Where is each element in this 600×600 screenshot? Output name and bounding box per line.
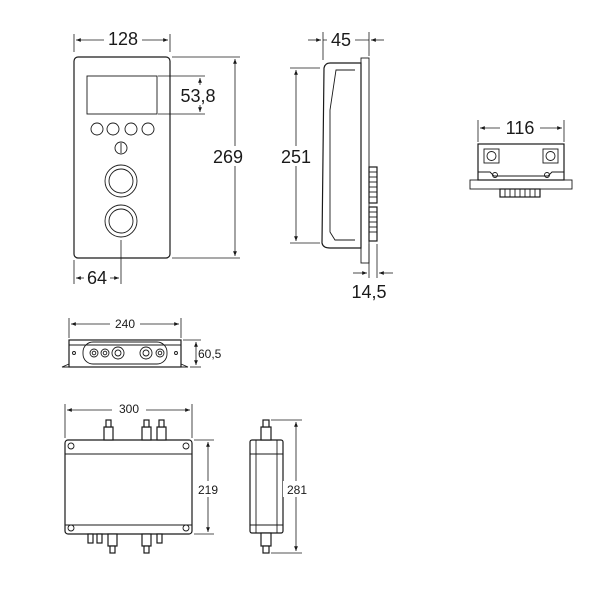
top-view: 116	[469, 117, 573, 198]
box-profile-top-connector	[260, 419, 272, 441]
front-panel-view: 128 53,8 269 64	[73, 28, 248, 288]
button-2	[106, 122, 120, 136]
dim-panel-width: 128	[108, 29, 138, 49]
dim-side-depth: 45	[331, 30, 351, 50]
dim-display-height: 53,8	[180, 86, 215, 106]
top-base-plate	[469, 179, 573, 190]
side-panel-view: 45 251 14,5	[276, 29, 393, 302]
dim-side-knob-depth: 14,5	[351, 282, 386, 302]
display-screen	[86, 75, 158, 115]
dim-box-width: 300	[119, 402, 139, 416]
box-side-view: 240 60,5	[61, 315, 222, 368]
box-side-plate	[82, 341, 168, 365]
box-front-view: 300 219	[64, 401, 222, 554]
dim-panel-height: 269	[213, 147, 243, 167]
box-profile-view: 281	[249, 419, 311, 554]
button-4	[141, 122, 155, 136]
upper-control-knob	[104, 164, 138, 198]
box-profile-bottom-connector	[260, 532, 272, 554]
button-row	[90, 122, 155, 136]
dim-box-side-height: 60,5	[198, 347, 222, 361]
dim-box-height: 219	[198, 483, 218, 497]
button-3	[124, 122, 138, 136]
button-1	[90, 122, 104, 136]
box-top-connectors	[103, 419, 167, 441]
box-body	[64, 439, 193, 535]
side-body	[321, 62, 362, 249]
side-knob-lower	[368, 206, 378, 242]
side-front-plate	[360, 57, 370, 264]
dim-box-profile-height: 281	[287, 483, 307, 497]
box-bottom-connectors	[87, 533, 163, 554]
dim-panel-lower-width: 64	[87, 268, 107, 288]
box-mounting-holes	[67, 442, 190, 532]
top-knob	[499, 188, 541, 198]
box-side-ports	[89, 346, 165, 360]
lower-control-knob	[104, 204, 138, 238]
small-selector	[114, 141, 128, 155]
dim-side-height: 251	[281, 147, 311, 167]
dim-box-side-width: 240	[115, 317, 135, 331]
side-knob-upper	[368, 166, 378, 204]
dim-top-width: 116	[506, 118, 535, 138]
panel-outline	[73, 56, 171, 259]
